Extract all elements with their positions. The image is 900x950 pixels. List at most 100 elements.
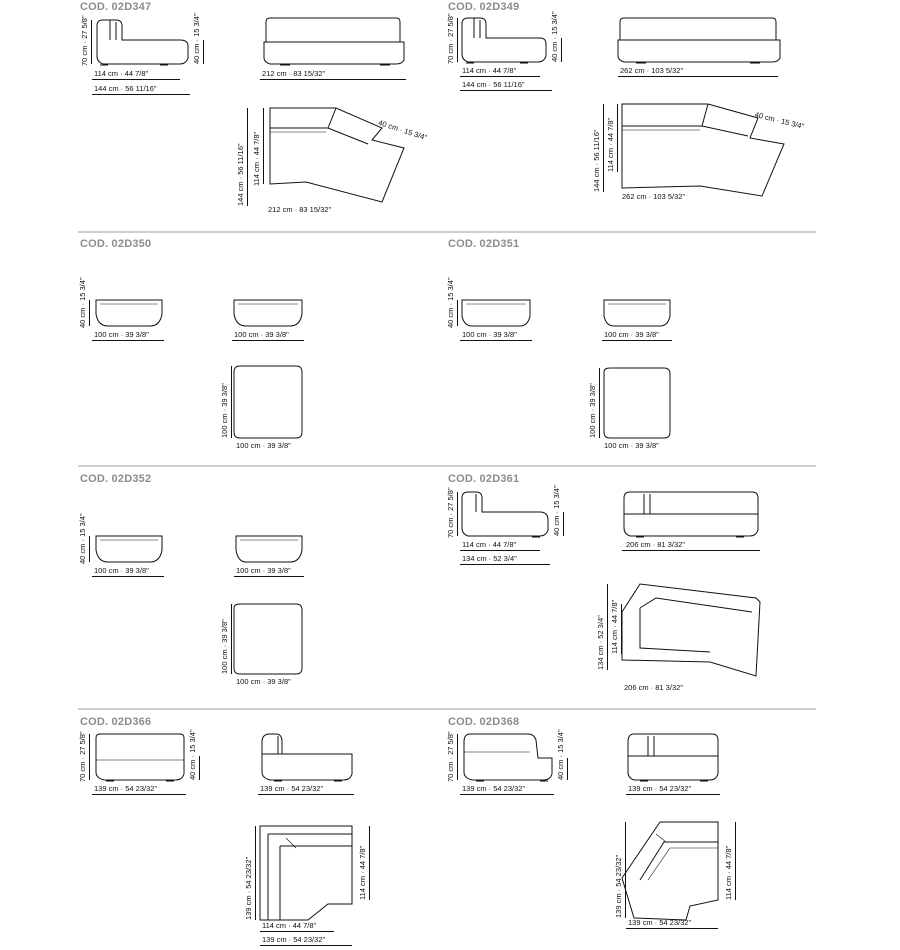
section-divider — [78, 708, 816, 710]
dim-plan-width: 100 cm · 39 3/8" — [604, 441, 659, 450]
side-view-02d366 — [95, 733, 185, 782]
dim-depth-large: 134 cm · 52 3/4" — [462, 554, 517, 563]
dim-line — [234, 576, 304, 577]
side-view-02d351-b — [603, 299, 671, 327]
dim-line — [617, 104, 618, 172]
plan-view-02d361 — [621, 583, 761, 677]
dim-seat-height: 40 cm · 15 3/4" — [192, 13, 201, 64]
front-view-02d349 — [617, 17, 781, 64]
front-view-02d368 — [627, 733, 719, 782]
dim-height: 70 cm · 27 5/8" — [446, 731, 455, 782]
dim-plan-depth: 100 cm · 39 3/8" — [220, 383, 229, 438]
dim-line — [622, 550, 760, 551]
dim-seat-height: 40 cm · 15 3/4" — [550, 11, 559, 62]
dim-width: 100 cm · 39 3/8" — [94, 330, 149, 339]
dim-line — [92, 794, 186, 795]
dim-line — [92, 79, 180, 80]
dim-line — [561, 38, 562, 62]
side-view-02d361 — [461, 491, 549, 538]
side-view-02d352-b — [235, 535, 303, 563]
section-code-02d350: COD. 02D350 — [80, 238, 152, 250]
dim-width: 100 cm · 39 3/8" — [94, 566, 149, 575]
dim-line — [626, 794, 720, 795]
dim-line — [457, 734, 458, 780]
dim-line — [89, 734, 90, 780]
front-view-02d361 — [623, 491, 759, 538]
dim-plan-depth-large: 144 cm · 56 11/16" — [236, 143, 245, 206]
dim-line — [460, 550, 540, 551]
dim-depth-small: 114 cm · 44 7/8" — [462, 540, 517, 549]
dim-width: 100 cm · 39 3/8" — [234, 330, 289, 339]
dim-line — [460, 90, 552, 91]
dim-line — [260, 79, 406, 80]
side-view-02d368 — [463, 733, 553, 782]
dim-width: 100 cm · 39 3/8" — [604, 330, 659, 339]
dim-front-width: 262 cm · 103 5/32" — [620, 66, 684, 75]
dim-plan-width: 212 cm · 83 15/32" — [268, 205, 332, 214]
dim-line — [255, 826, 256, 920]
dim-line — [203, 40, 204, 64]
dim-line — [457, 300, 458, 326]
plan-view-02d351 — [603, 367, 671, 439]
section-code-02d368: COD. 02D368 — [448, 716, 520, 728]
dim-line — [231, 604, 232, 674]
dim-height: 70 cm · 27 5/8" — [80, 15, 89, 66]
dim-line — [91, 20, 92, 64]
dim-line — [567, 758, 568, 780]
dim-line — [621, 604, 622, 654]
dim-plan-width-small: 114 cm · 44 7/8" — [262, 921, 317, 930]
dim-plan-depth-large: 139 cm · 54 23/32" — [614, 854, 623, 918]
dim-side-width: 139 cm · 54 23/32" — [94, 784, 158, 793]
dim-line — [260, 945, 352, 946]
dim-line — [232, 340, 304, 341]
dim-line — [247, 108, 248, 206]
dim-line — [92, 94, 190, 95]
dim-height: 70 cm · 27 5/8" — [446, 13, 455, 64]
dim-line — [603, 104, 604, 192]
dim-plan-depth-small: 114 cm · 44 7/8" — [252, 131, 261, 186]
dim-plan-depth-small: 114 cm · 44 7/8" — [606, 117, 615, 172]
dim-line — [563, 512, 564, 536]
dim-plan-width: 262 cm · 103 5/32" — [622, 192, 686, 201]
dim-plan-depth-large: 139 cm · 54 23/32" — [244, 856, 253, 920]
dim-seat-height: 40 cm · 15 3/4" — [188, 729, 197, 780]
dim-depth-small: 114 cm · 44 7/8" — [462, 66, 517, 75]
dim-height: 70 cm · 27 5/8" — [446, 487, 455, 538]
dim-width: 100 cm · 39 3/8" — [236, 566, 291, 575]
section-code-02d361: COD. 02D361 — [448, 473, 520, 485]
dim-front-width: 139 cm · 54 23/32" — [628, 784, 692, 793]
dim-line — [89, 536, 90, 562]
dim-line — [369, 826, 370, 900]
dim-plan-depth: 100 cm · 39 3/8" — [588, 383, 597, 438]
dim-plan-depth-large: 134 cm · 52 3/4" — [596, 615, 605, 670]
dim-line — [607, 584, 608, 670]
dim-line — [626, 928, 718, 929]
dim-plan-depth-large: 144 cm · 56 11/16" — [592, 129, 601, 192]
dim-line — [260, 931, 334, 932]
dim-plan-depth-small: 114 cm · 44 7/8" — [724, 845, 733, 900]
section-code-02d352: COD. 02D352 — [80, 473, 152, 485]
dim-line — [602, 340, 672, 341]
section-divider — [78, 231, 816, 233]
dim-line — [457, 18, 458, 62]
dim-line — [460, 340, 532, 341]
dim-depth-large: 144 cm · 56 11/16" — [94, 84, 157, 93]
dim-width: 100 cm · 39 3/8" — [462, 330, 517, 339]
side-view-02d352-a — [95, 535, 163, 563]
section-divider — [78, 465, 816, 467]
plan-view-02d366 — [259, 825, 353, 921]
dim-plan-width: 206 cm · 81 3/32" — [624, 683, 683, 692]
dim-line — [231, 366, 232, 438]
dim-plan-width: 100 cm · 39 3/8" — [236, 441, 291, 450]
plan-view-02d350 — [233, 365, 303, 439]
dim-seat-height: 40 cm · 15 3/4" — [446, 277, 455, 328]
dim-line — [599, 368, 600, 438]
dim-front-width: 206 cm · 81 3/32" — [626, 540, 685, 549]
dim-line — [258, 794, 354, 795]
dim-plan-width: 100 cm · 39 3/8" — [236, 677, 291, 686]
dim-plan-depth-small: 114 cm · 44 7/8" — [358, 845, 367, 900]
dim-plan-depth: 100 cm · 39 3/8" — [220, 619, 229, 674]
plan-view-02d368 — [621, 821, 719, 921]
front-view-02d366 — [261, 733, 353, 782]
